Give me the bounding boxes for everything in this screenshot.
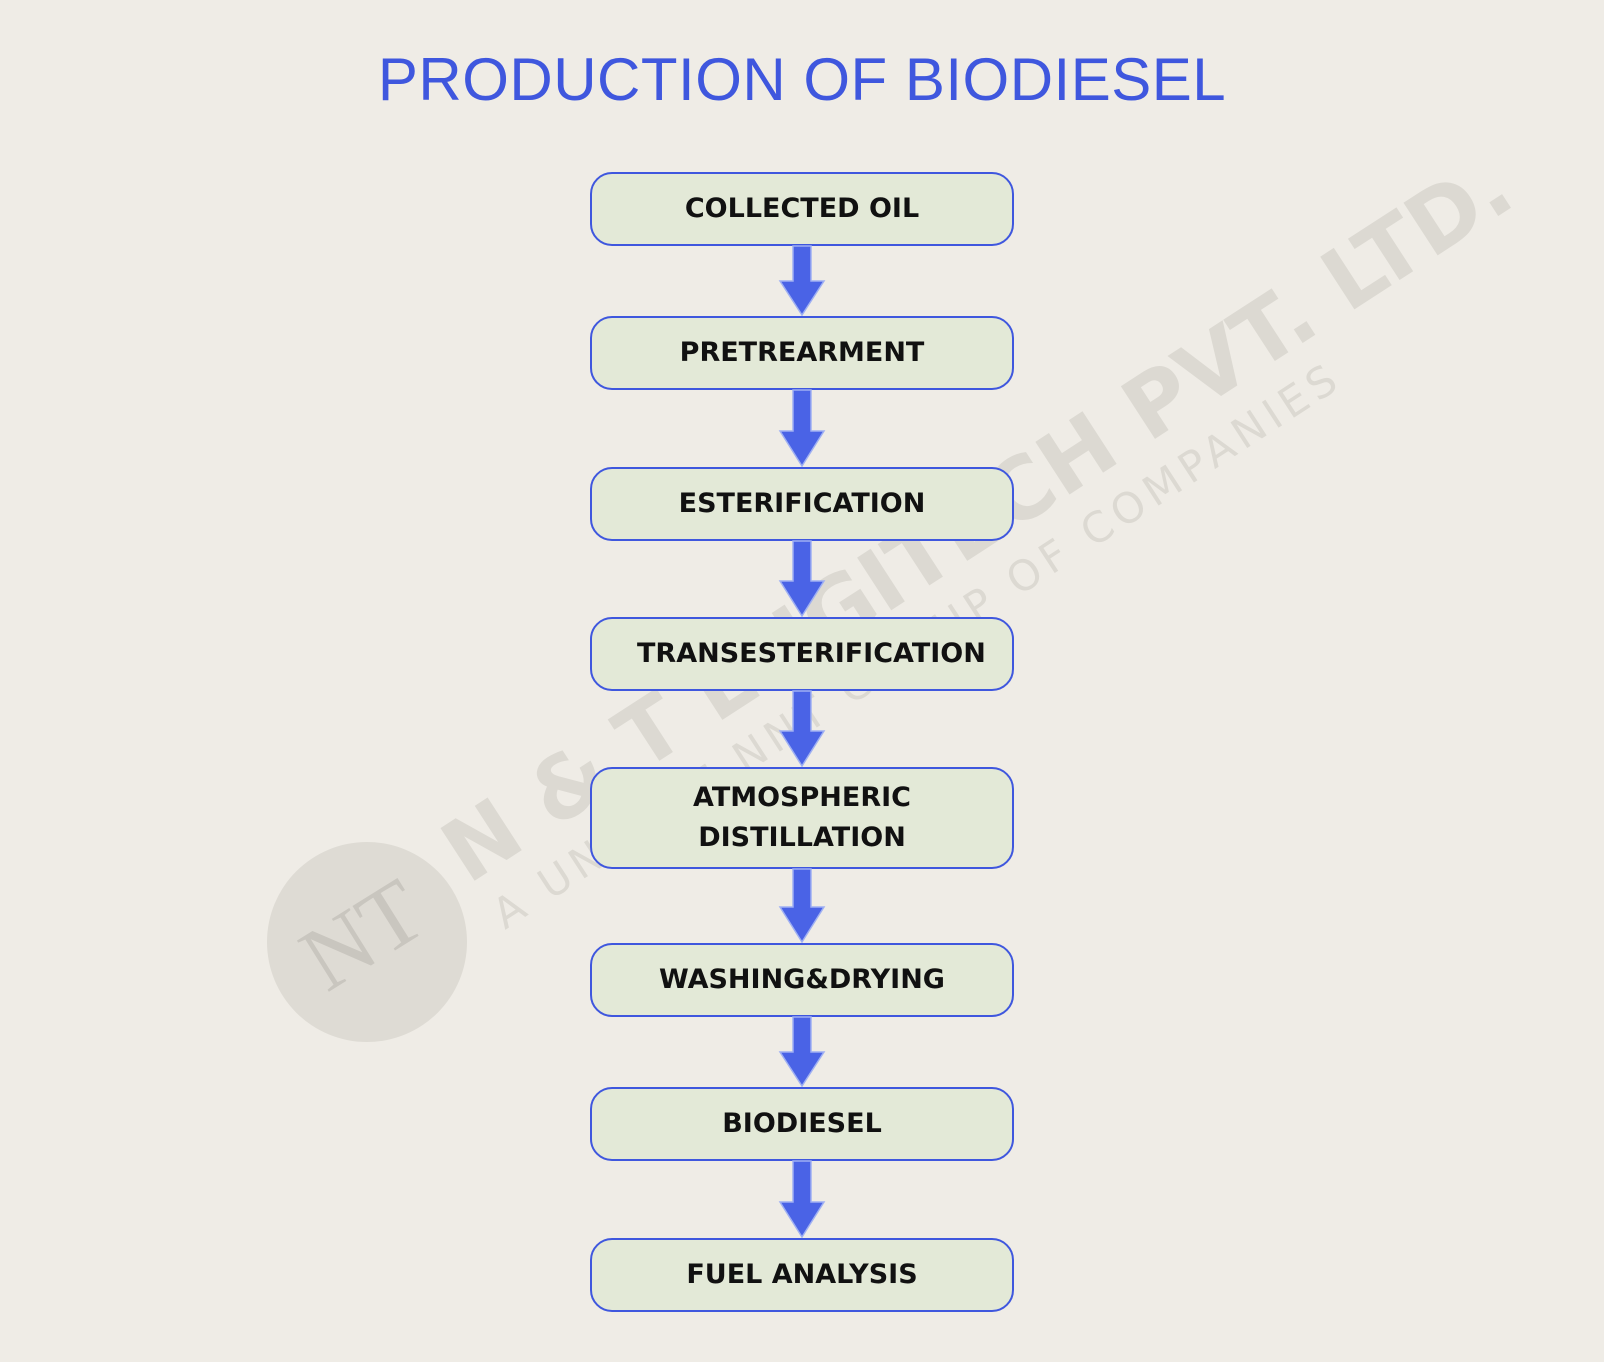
flow-step: ESTERIFICATION [590, 467, 1014, 541]
page-title: PRODUCTION OF BIODIESEL [377, 46, 1227, 113]
down-arrow-icon [778, 1016, 826, 1088]
flow-step: TRANSESTERIFICATION [590, 617, 1014, 691]
flow-step-label: COLLECTED OIL [684, 193, 920, 224]
flow-step: COLLECTED OIL [590, 172, 1014, 246]
flow-step-label: BIODIESEL [722, 1108, 882, 1139]
flow-step: ATMOSPHERIC DISTILLATION [590, 767, 1014, 869]
flow-step-label: ATMOSPHERIC DISTILLATION [693, 782, 911, 853]
flow-step: BIODIESEL [590, 1087, 1014, 1161]
down-arrow-icon [778, 245, 826, 317]
down-arrow-icon [778, 540, 826, 618]
flow-step-label: TRANSESTERIFICATION [637, 638, 986, 669]
flow-step: PRETREARMENT [590, 316, 1014, 390]
flow-step-label: PRETREARMENT [679, 337, 925, 368]
down-arrow-icon [778, 690, 826, 768]
flow-step: WASHING&DRYING [590, 943, 1014, 1017]
down-arrow-icon [778, 389, 826, 468]
flow-step-label: WASHING&DRYING [659, 964, 945, 995]
flow-step-label: ESTERIFICATION [678, 488, 926, 519]
flow-step-label: FUEL ANALYSIS [686, 1259, 918, 1290]
flow-step: FUEL ANALYSIS [590, 1238, 1014, 1312]
down-arrow-icon [778, 1160, 826, 1239]
down-arrow-icon [778, 868, 826, 944]
